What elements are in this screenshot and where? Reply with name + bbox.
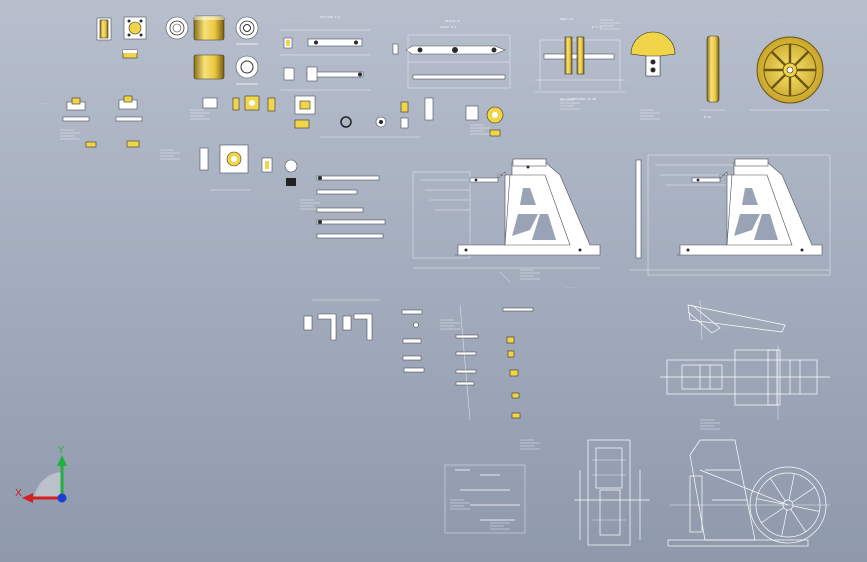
svg-text:R 3.5: R 3.5 xyxy=(592,25,601,29)
triad-y-label: Y xyxy=(57,445,65,456)
drawing-view-cylinder-parts[interactable] xyxy=(96,15,259,85)
drawing-view-valve-parts[interactable] xyxy=(202,95,504,138)
svg-text:Ø 52: Ø 52 xyxy=(704,114,711,119)
drawing-view-linkages[interactable]: — — — — — SECTION A-A xyxy=(280,15,370,91)
drawing-view-crankshaft[interactable]: PART 14 R 3.5 ALL DIMENSIONS IN MM xyxy=(535,17,625,101)
drawing-view-frame-right[interactable] xyxy=(630,154,831,276)
drawing-view-bearings[interactable]: — — — xyxy=(40,95,143,148)
coordinate-triad-icon: Y X xyxy=(15,445,67,503)
svg-text:— — —: — — — xyxy=(565,285,574,289)
drawing-view-eccentric[interactable] xyxy=(630,31,676,77)
drawing-view-small-fasteners[interactable] xyxy=(455,304,534,421)
svg-text:PART 14: PART 14 xyxy=(560,17,573,21)
dimension-annotations xyxy=(60,19,720,530)
drawing-view-assembly-top[interactable] xyxy=(660,299,830,420)
svg-text:— —: — — xyxy=(780,17,786,21)
svg-text:SCALE 2:1: SCALE 2:1 xyxy=(440,25,456,29)
svg-text:SECTION A-A: SECTION A-A xyxy=(320,15,340,19)
drawing-view-connecting-rod[interactable]: DETAIL B SCALE 2:1 xyxy=(392,19,511,89)
drawing-view-pins[interactable] xyxy=(316,175,386,239)
svg-text:DETAIL B: DETAIL B xyxy=(445,19,460,23)
drawing-view-brackets[interactable] xyxy=(303,299,425,373)
drawing-view-assembly-side[interactable] xyxy=(667,439,830,547)
svg-text:ALL DIMENSIONS IN MM: ALL DIMENSIONS IN MM xyxy=(560,97,596,101)
drawing-view-steam-chest[interactable] xyxy=(199,144,298,191)
drawing-view-frame-left[interactable]: — — — xyxy=(412,158,601,289)
drawing-view-flywheel[interactable]: Ø 52 — — xyxy=(700,17,830,119)
triad-x-label: X xyxy=(15,488,22,499)
svg-text:— — — — —: — — — — — xyxy=(290,19,306,23)
drawing-view-assembly-front[interactable] xyxy=(444,439,650,546)
svg-text:— — —: — — — xyxy=(40,101,49,105)
